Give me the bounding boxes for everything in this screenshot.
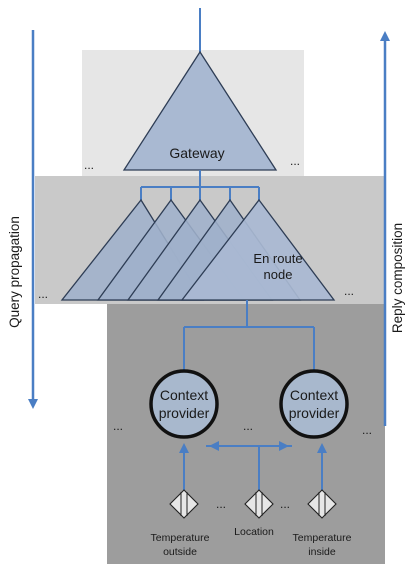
enroute-label-line1: En route xyxy=(253,251,302,266)
gateway-ellipsis-right: ... xyxy=(290,154,300,168)
gateway-label: Gateway xyxy=(169,145,224,161)
enroute-to-providers-links xyxy=(183,300,315,372)
sensor-temperature-inside-line2: inside xyxy=(308,546,336,558)
context-provider-1-line1: Context xyxy=(160,387,208,403)
sensor-location-line1: Location xyxy=(234,526,274,538)
sensor-location xyxy=(244,489,274,519)
context-provider-2-line1: Context xyxy=(290,387,338,403)
context-provider-2 xyxy=(279,369,349,439)
context-ellipsis-left: ... xyxy=(113,419,123,433)
sensor-temperature-inside-line1: Temperature xyxy=(293,532,352,544)
sensor-ellipsis-1: ... xyxy=(216,497,226,511)
sensor-links xyxy=(179,441,327,490)
query-propagation-label: Query propagation xyxy=(7,216,22,328)
enroute-label-line2: node xyxy=(264,267,293,282)
sensor-temperature-outside-line1: Temperature xyxy=(151,532,210,544)
context-ellipsis-right: ... xyxy=(362,423,372,437)
enroute-node-triangles xyxy=(60,198,336,301)
enroute-ellipsis-right: ... xyxy=(344,284,354,298)
context-provider-2-line2: provider xyxy=(289,405,340,421)
sensor-temperature-outside-line2: outside xyxy=(163,546,197,558)
enroute-triangle-5 xyxy=(180,198,336,301)
gateway-to-enroute-links xyxy=(140,170,260,200)
sensor-temperature-outside xyxy=(169,489,199,519)
reply-composition-label: Reply composition xyxy=(390,223,405,333)
context-ellipsis-middle: ... xyxy=(243,419,253,433)
context-provider-1-line2: provider xyxy=(159,405,210,421)
sensor-ellipsis-2: ... xyxy=(280,497,290,511)
context-provider-1 xyxy=(149,369,219,439)
gateway-ellipsis-left: ... xyxy=(84,158,94,172)
enroute-ellipsis-left: ... xyxy=(38,287,48,301)
context-panel xyxy=(107,304,385,564)
sensor-temperature-inside xyxy=(307,489,337,519)
